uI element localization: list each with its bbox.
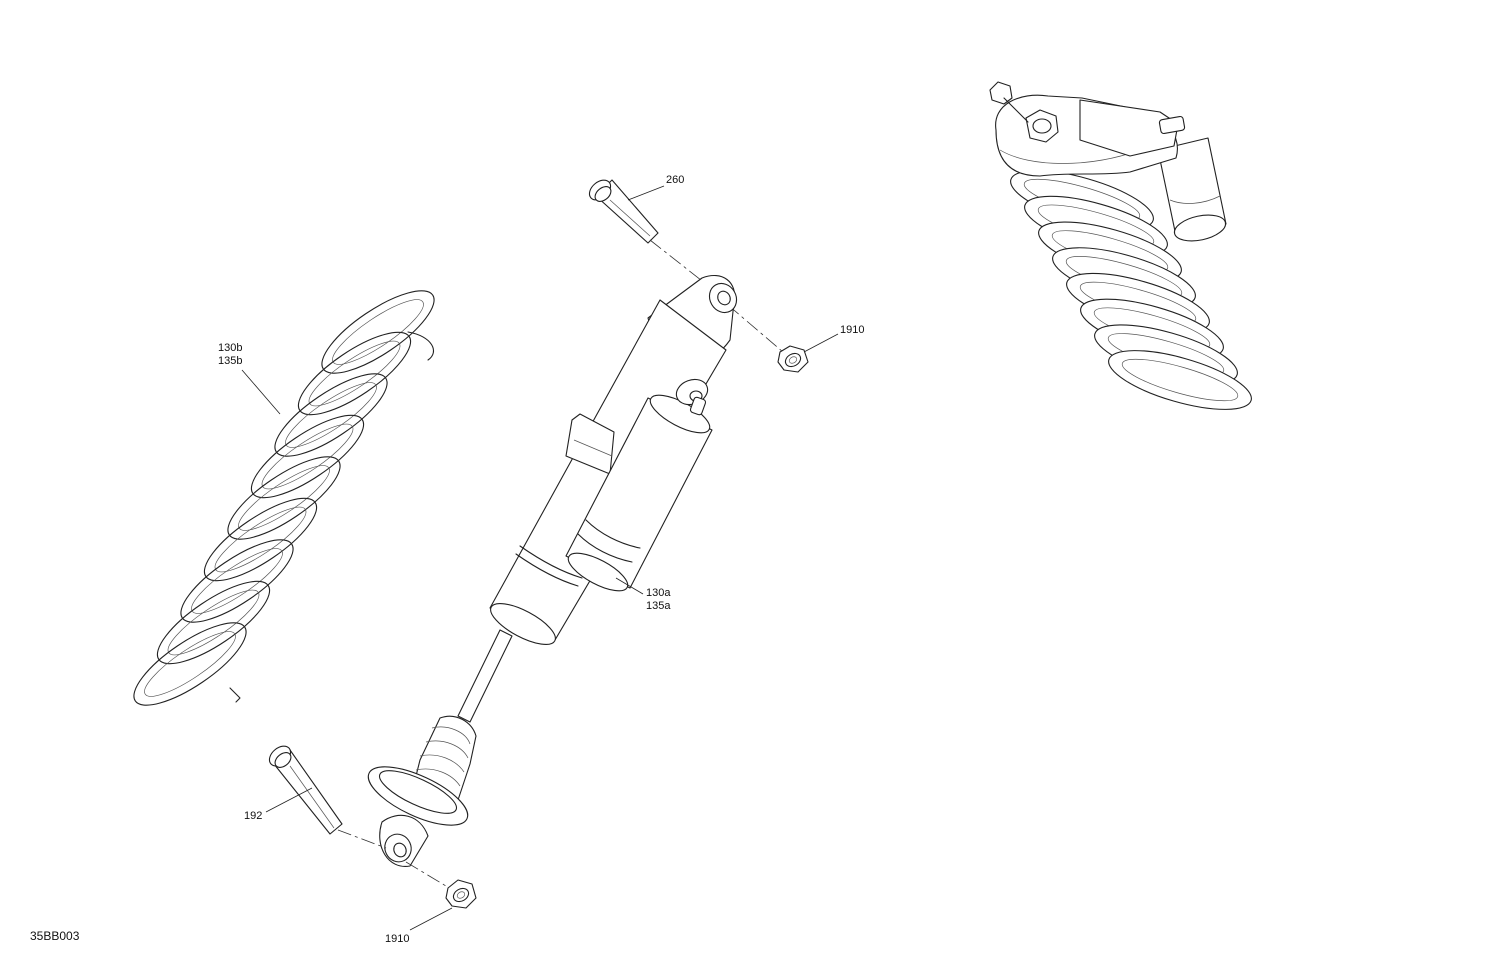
- spring-coil: [1108, 350, 1252, 410]
- spring-coil: [297, 331, 412, 416]
- top-bolt: [588, 179, 659, 244]
- bottom-bolt: [268, 745, 343, 835]
- spring-coil: [180, 539, 294, 623]
- spring-coil: [227, 456, 341, 540]
- spring-coil: [250, 414, 365, 499]
- top-nut-axis: [727, 304, 791, 359]
- callout-nut-top: 1910: [840, 324, 865, 336]
- top-nut: [777, 345, 809, 373]
- spring-coil: [274, 373, 388, 457]
- spring-coil: [133, 622, 247, 706]
- shock-absorber: [367, 275, 738, 867]
- figure-reference: 35BB003: [30, 929, 80, 943]
- callout-bolt-bottom: 192: [244, 810, 263, 822]
- top-bolt-axis: [649, 239, 721, 296]
- bottom-bolt-axis: [337, 829, 387, 849]
- spring-coil: [156, 580, 271, 665]
- callout-shock: 130a 135a: [646, 587, 671, 612]
- callout-bolt-top: 260: [666, 174, 685, 186]
- callout-nut-bottom: 1910: [385, 933, 410, 945]
- spring-coil: [321, 290, 435, 374]
- bottom-nut-axis: [405, 861, 457, 893]
- bottom-nut: [445, 879, 477, 909]
- spring-coil: [144, 631, 236, 697]
- assembled-shock-view: [989, 81, 1252, 410]
- coil-spring: [133, 290, 435, 706]
- spring-coil: [203, 497, 318, 582]
- callout-spring: 130b 135b: [218, 342, 243, 367]
- spring-coil: [1121, 358, 1239, 402]
